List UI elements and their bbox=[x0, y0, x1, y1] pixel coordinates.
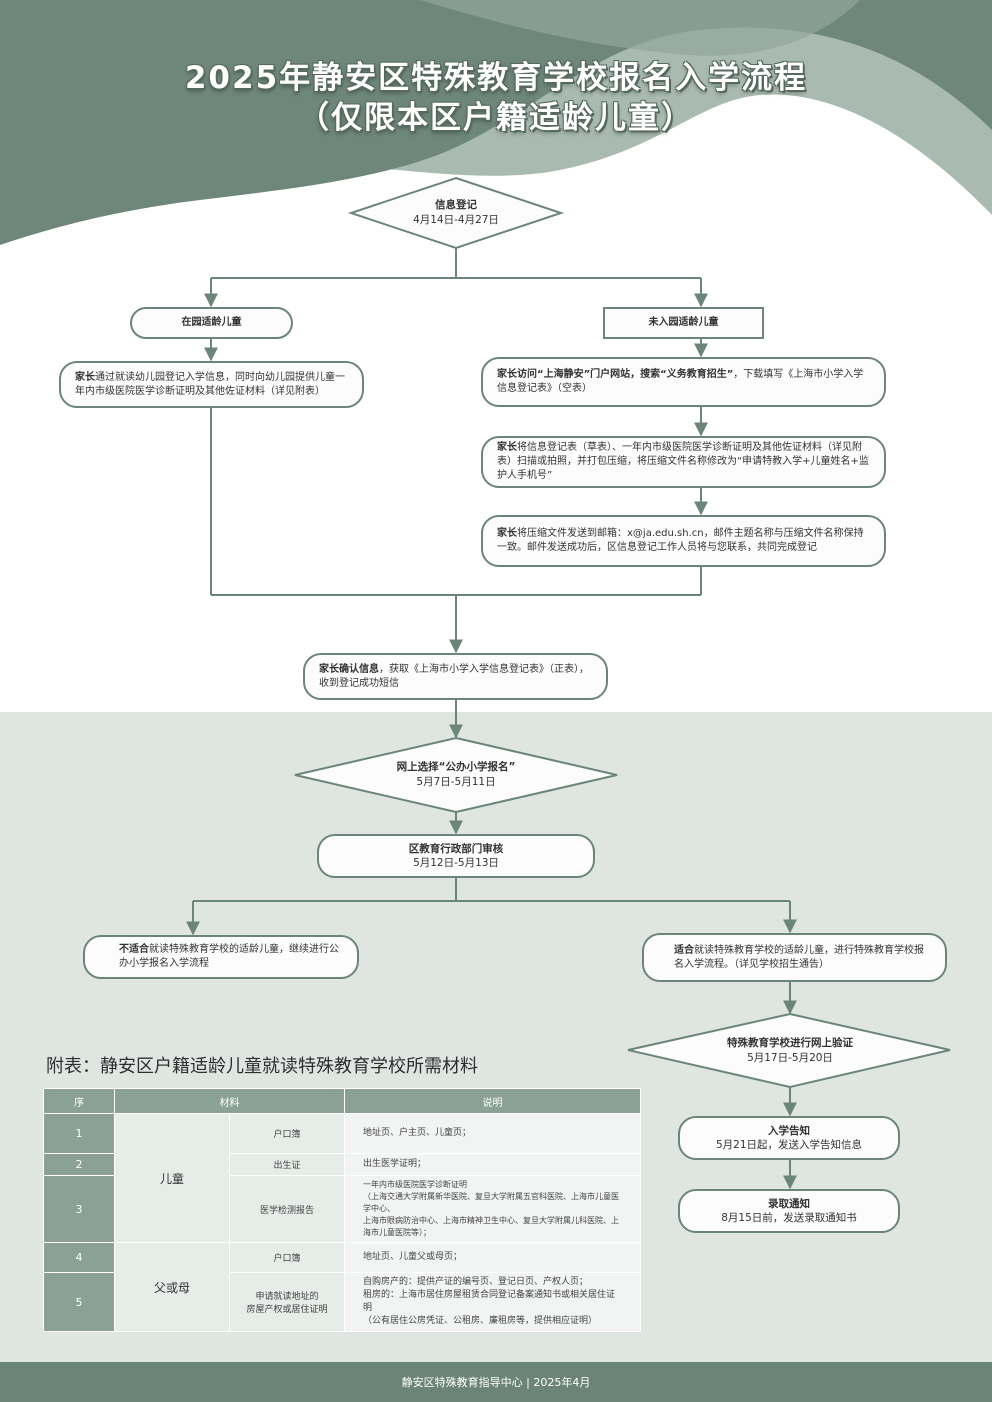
in-kindergarten-label: 在园适龄儿童 bbox=[181, 317, 242, 328]
appendix-title: 附表：静安区户籍适龄儿童就读特殊教育学校所需材料 bbox=[46, 1056, 478, 1077]
material-line: 房屋产权或居住证明 bbox=[246, 1305, 328, 1315]
table-row: 2 出生证 出生医学证明； bbox=[43, 1153, 641, 1176]
review-title: 区教育行政部门审核 bbox=[408, 843, 504, 855]
not-in-kindergarten-box: 未入园适龄儿童 bbox=[603, 307, 764, 339]
acceptance-notice-title: 录取通知 bbox=[768, 1198, 810, 1210]
admission-notice-title: 入学告知 bbox=[768, 1125, 810, 1137]
desc-line: （上海交通大学附属新华医院、复旦大学附属五官科医院、上海市儿童医学中心、 bbox=[363, 1192, 619, 1213]
review-date: 5月12日-5月13日 bbox=[413, 857, 499, 869]
not-in-kindergarten-label: 未入园适龄儿童 bbox=[648, 317, 719, 328]
in-kindergarten-box: 在园适龄儿童 bbox=[130, 307, 293, 339]
unsuitable-box: 不适合就读特殊教育学校的适龄儿童，继续进行公办小学报名入学流程 bbox=[83, 935, 359, 979]
desc-line: 地址页、儿童父或母页； bbox=[363, 1252, 463, 1262]
row-seq: 5 bbox=[43, 1272, 115, 1332]
wave-light-top bbox=[420, 0, 860, 56]
right-step2-bold: 家长 bbox=[497, 442, 517, 453]
online-select: 网上选择“公办小学报名” 5月7日-5月11日 bbox=[350, 760, 562, 790]
row-seq: 2 bbox=[43, 1153, 115, 1176]
online-verify-title: 特殊教育学校进行网上验证 bbox=[727, 1037, 853, 1049]
online-select-title: 网上选择“公办小学报名” bbox=[396, 761, 516, 773]
footer: 静安区特殊教育指导中心 | 2025年4月 bbox=[0, 1362, 992, 1402]
material-line: 申请就读地址的 bbox=[255, 1292, 319, 1302]
right-step2-box: 家长将信息登记表（草表）、一年内市级医院医学诊断证明及其他佐证材料（详见附表）扫… bbox=[481, 436, 886, 488]
row-material: 户口簿 bbox=[229, 1242, 345, 1273]
right-step1-bold: 家长访问“上海静安”门户网站，搜索“义务教育招生” bbox=[497, 369, 734, 380]
header-description: 说明 bbox=[344, 1088, 641, 1114]
group-parent: 父或母 bbox=[114, 1242, 230, 1332]
desc-line: （公有居住公房凭证、公租房、廉租房等，提供相应证明） bbox=[363, 1316, 598, 1326]
confirm-box: 家长确认信息，获取《上海市小学入学信息登记表》（正表），收到登记成功短信 bbox=[303, 653, 608, 700]
row-description: 地址页、户主页、儿童页； bbox=[344, 1113, 641, 1154]
row-description: 一年内市级医院医学诊断证明 （上海交通大学附属新华医院、复旦大学附属五官科医院、… bbox=[344, 1175, 641, 1243]
left-step-bold: 家长 bbox=[75, 371, 95, 383]
row-material: 申请就读地址的 房屋产权或居住证明 bbox=[229, 1272, 345, 1332]
row-description: 出生医学证明； bbox=[344, 1153, 641, 1176]
online-verify: 特殊教育学校进行网上验证 5月17日-5月20日 bbox=[684, 1036, 896, 1066]
page-subtitle: （仅限本区户籍适龄儿童） bbox=[298, 100, 694, 136]
table-row: 5 申请就读地址的 房屋产权或居住证明 自购房产的：提供产证的编号页、登记日页、… bbox=[43, 1272, 641, 1332]
info-registration-date: 4月14日-4月27日 bbox=[413, 214, 499, 226]
online-select-date: 5月7日-5月11日 bbox=[416, 776, 496, 788]
right-step3-box: 家长将压缩文件发送到邮箱：x@ja.edu.sh.cn，邮件主题名称与压缩文件名… bbox=[481, 515, 886, 567]
suitable-box: 适合就读特殊教育学校的适龄儿童，进行特殊教育学校报名入学流程。（详见学校招生通告… bbox=[642, 933, 947, 982]
admission-notice-text: 5月21日起，发送入学告知信息 bbox=[715, 1139, 863, 1151]
left-step-box: 家长通过就读幼儿园登记入学信息，同时向幼儿园提供儿童一年内市级医院医学诊断证明及… bbox=[59, 361, 364, 408]
desc-line: 上海市眼病防治中心、上海市精神卫生中心、复旦大学附属儿科医院、上海市儿童医院等）… bbox=[363, 1216, 619, 1237]
unsuitable-bold: 不适合 bbox=[119, 944, 149, 955]
acceptance-notice-box: 录取通知 8月15日前，发送录取通知书 bbox=[678, 1189, 900, 1233]
header-material: 材料 bbox=[114, 1088, 345, 1114]
materials-table: 序 材料 说明 1 儿童 户口簿 地址页、户主页、儿童页； 2 出生证 出生医学… bbox=[43, 1088, 641, 1332]
row-material: 出生证 bbox=[229, 1153, 345, 1176]
right-step3-bold: 家长 bbox=[497, 528, 517, 539]
confirm-text: ，获取《上海市小学入学信息登记表》（正表），收到登记成功短信 bbox=[319, 663, 589, 689]
info-registration: 信息登记 4月14日-4月27日 bbox=[380, 198, 532, 228]
diamond-online-verify bbox=[627, 1012, 951, 1089]
row-description: 自购房产的：提供产证的编号页、登记日页、产权人页； 租房的：上海市居住房屋租赁合… bbox=[344, 1272, 641, 1332]
row-seq: 4 bbox=[43, 1242, 115, 1273]
acceptance-notice-text: 8月15日前，发送录取通知书 bbox=[721, 1212, 857, 1224]
desc-line: 地址页、户主页、儿童页； bbox=[363, 1128, 472, 1138]
left-step-text: 通过就读幼儿园登记入学信息，同时向幼儿园提供儿童一年内市级医院医学诊断证明及其他… bbox=[75, 371, 345, 397]
diamond-info-registration bbox=[347, 176, 565, 250]
suitable-text: 就读特殊教育学校的适龄儿童，进行特殊教育学校报名入学流程。（详见学校招生通告） bbox=[674, 944, 924, 970]
desc-line: 一年内市级医院医学诊断证明 bbox=[363, 1180, 467, 1189]
table-header-row: 序 材料 说明 bbox=[43, 1088, 641, 1114]
desc-line: 出生医学证明； bbox=[363, 1159, 427, 1169]
row-seq: 3 bbox=[43, 1175, 115, 1243]
row-seq: 1 bbox=[43, 1113, 115, 1154]
wave-dark bbox=[0, 0, 992, 245]
info-registration-title: 信息登记 bbox=[435, 199, 477, 211]
row-description: 地址页、儿童父或母页； bbox=[344, 1242, 641, 1273]
row-material: 医学检测报告 bbox=[229, 1175, 345, 1243]
row-material: 户口簿 bbox=[229, 1113, 345, 1154]
diamond-online-select bbox=[294, 736, 618, 814]
table-row: 4 父或母 户口簿 地址页、儿童父或母页； bbox=[43, 1242, 641, 1332]
review-box: 区教育行政部门审核 5月12日-5月13日 bbox=[317, 834, 595, 878]
table-row: 1 儿童 户口簿 地址页、户主页、儿童页； bbox=[43, 1113, 641, 1243]
suitable-bold: 适合 bbox=[674, 944, 694, 956]
right-step1-box: 家长访问“上海静安”门户网站，搜索“义务教育招生”，下载填写《上海市小学入学信息… bbox=[481, 357, 886, 407]
header-seq: 序 bbox=[43, 1088, 115, 1114]
unsuitable-text: 就读特殊教育学校的适龄儿童，继续进行公办小学报名入学流程 bbox=[119, 944, 339, 969]
group-child: 儿童 bbox=[114, 1113, 230, 1243]
right-step1-text: ，下载填写《上海市小学入学信息登记表》（空表） bbox=[497, 369, 864, 394]
right-step2-text: 将信息登记表（草表）、一年内市级医院医学诊断证明及其他佐证材料（详见附表）扫描或… bbox=[497, 442, 869, 481]
page-title: 2025年静安区特殊教育学校报名入学流程 bbox=[184, 60, 808, 96]
admission-notice-box: 入学告知 5月21日起，发送入学告知信息 bbox=[678, 1116, 900, 1160]
online-verify-date: 5月17日-5月20日 bbox=[747, 1052, 833, 1064]
desc-line: 自购房产的：提供产证的编号页、登记日页、产权人页； bbox=[363, 1277, 589, 1287]
right-step3-text: 将压缩文件发送到邮箱：x@ja.edu.sh.cn，邮件主题名称与压缩文件名称保… bbox=[497, 528, 864, 553]
confirm-bold: 家长确认信息 bbox=[319, 663, 379, 675]
desc-line: 租房的：上海市居住房屋租赁合同登记备案通知书或相关居住证明 bbox=[363, 1290, 616, 1313]
